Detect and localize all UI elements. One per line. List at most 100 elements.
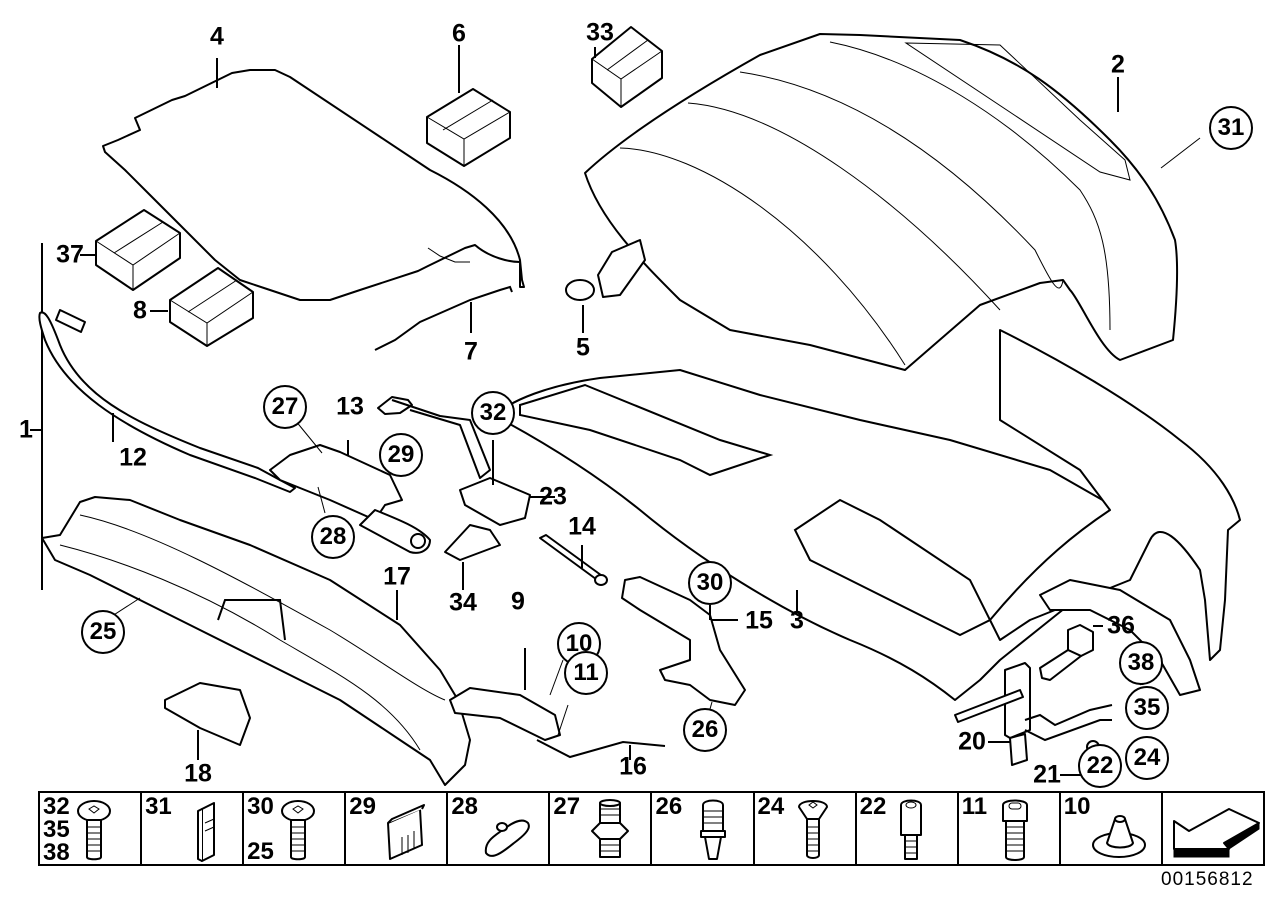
hardware-number: 28 — [451, 793, 479, 820]
callout-38[interactable]: 38 — [1119, 641, 1163, 685]
callout-30[interactable]: 30 — [688, 561, 732, 605]
hardware-number: 27 — [553, 793, 581, 820]
hardware-number: 32 — [43, 793, 70, 820]
part-36-bracket — [1039, 624, 1094, 681]
hardware-cell-numbers: 28 — [451, 793, 479, 820]
spacer-bolt-icon — [899, 799, 922, 860]
callout-3[interactable]: 3 — [790, 606, 804, 635]
callout-9[interactable]: 9 — [511, 587, 525, 616]
socket-head-screw-icon — [1001, 799, 1028, 861]
parts-diagram: 1 2 3 4 5 6 7 8 9 10 11 12 13 14 15 16 1… — [19, 18, 1253, 789]
clip-plate-icon — [387, 804, 426, 860]
hardware-cell-numbers: 11 — [962, 795, 987, 819]
part-23-hinge-plate — [444, 477, 531, 561]
callout-6[interactable]: 6 — [452, 19, 466, 48]
seal-end-plug — [55, 309, 86, 333]
callout-29[interactable]: 29 — [379, 433, 423, 477]
part-rear-frame — [989, 329, 1241, 661]
leader-11 — [557, 704, 569, 736]
part-12-seal — [38, 311, 296, 493]
hardware-number: 30 — [247, 793, 274, 820]
leader-31 — [1160, 137, 1201, 169]
hardware-cell[interactable] — [1163, 793, 1263, 864]
trim-panel-contour-lines — [59, 514, 446, 751]
hardware-cell[interactable]: 11 — [959, 793, 1061, 864]
hardware-cell[interactable]: 27 — [550, 793, 653, 864]
hardware-number: 38 — [43, 839, 70, 866]
rear-deck-cutout-left — [519, 383, 774, 477]
hardware-cell[interactable]: 32 35 38 — [40, 793, 143, 866]
callout-2[interactable]: 2 — [1111, 50, 1125, 79]
callout-15[interactable]: 15 — [745, 606, 773, 635]
direction-arrow-icon — [1172, 808, 1260, 858]
hardware-cell[interactable]: 28 — [448, 793, 551, 864]
rear-frame-fender-piece — [1039, 579, 1201, 696]
callout-32[interactable]: 32 — [471, 391, 515, 435]
callout-37[interactable]: 37 — [56, 240, 84, 269]
callout-10[interactable]: 10 — [557, 622, 601, 666]
callout-4[interactable]: 4 — [210, 22, 224, 51]
callout-17[interactable]: 17 — [383, 562, 411, 591]
hardware-cell[interactable]: 26 — [652, 793, 755, 864]
callout-16[interactable]: 16 — [619, 752, 647, 781]
grommet-nut-icon — [1091, 815, 1146, 858]
hardware-cell[interactable]: 10 — [1061, 793, 1163, 864]
hardware-cell[interactable]: 24 — [755, 793, 857, 864]
part-18-cover — [164, 682, 251, 746]
panel-edge-detail — [427, 247, 470, 263]
callout-28[interactable]: 28 — [311, 515, 355, 559]
callout-5[interactable]: 5 — [576, 333, 590, 362]
part-6-box — [426, 88, 511, 167]
hardware-cell-numbers: 30 25 — [247, 793, 274, 865]
cable-clip-icon — [485, 819, 531, 857]
callout-1[interactable]: 1 — [19, 415, 33, 444]
hardware-cell-numbers: 22 — [860, 795, 887, 819]
callout-34[interactable]: 34 — [449, 588, 477, 617]
hardware-number: 10 — [1063, 793, 1091, 820]
callout-25[interactable]: 25 — [81, 610, 125, 654]
hardware-cell[interactable]: 22 — [857, 793, 959, 864]
callout-18[interactable]: 18 — [184, 759, 212, 788]
leader-28 — [317, 486, 326, 514]
callout-7[interactable]: 7 — [464, 337, 478, 366]
callout-31[interactable]: 31 — [1209, 106, 1253, 150]
torx-pan-screw-icon — [281, 800, 316, 861]
callout-26[interactable]: 26 — [683, 708, 727, 752]
diagram-code: 00156812 — [1161, 869, 1254, 890]
hardware-cell[interactable]: 29 — [346, 793, 449, 864]
part-13-bracket — [269, 444, 431, 554]
part-2-soft-top — [584, 33, 1179, 371]
callout-13[interactable]: 13 — [336, 392, 364, 421]
part-37-box — [95, 209, 181, 291]
trim-panel-handle — [217, 599, 286, 641]
hardware-cell[interactable]: 31 — [142, 793, 245, 864]
hex-stud-icon — [591, 799, 630, 858]
callout-27[interactable]: 27 — [263, 385, 307, 429]
hardware-number: 26 — [655, 793, 683, 820]
callout-22[interactable]: 22 — [1078, 744, 1122, 788]
callout-35[interactable]: 35 — [1125, 686, 1169, 730]
callout-12[interactable]: 12 — [119, 443, 147, 472]
rear-deck-cutout-right — [793, 498, 992, 637]
callout-36[interactable]: 36 — [1107, 611, 1135, 640]
clip-icon — [197, 802, 216, 862]
callout-14[interactable]: 14 — [568, 512, 596, 541]
callout-21[interactable]: 21 — [1033, 760, 1061, 789]
hardware-cell-numbers: 10 — [1063, 793, 1091, 820]
hardware-cell-numbers: 27 — [553, 793, 581, 820]
callout-11[interactable]: 11 — [564, 651, 608, 695]
part-16-rod — [536, 739, 666, 759]
soft-top-window-strip — [904, 42, 1131, 181]
torx-pan-screw-icon — [77, 800, 112, 861]
callout-24[interactable]: 24 — [1125, 736, 1169, 780]
hardware-number: 25 — [247, 838, 274, 865]
callout-33[interactable]: 33 — [586, 18, 614, 47]
callout-23[interactable]: 23 — [539, 482, 567, 511]
part-8-box — [169, 267, 254, 347]
hardware-cell-numbers: 31 — [145, 795, 172, 819]
callout-8[interactable]: 8 — [133, 296, 147, 325]
hardware-cell[interactable]: 30 25 — [244, 793, 347, 865]
leader-10 — [549, 659, 564, 696]
callout-20[interactable]: 20 — [958, 727, 986, 756]
part-9-bracket — [449, 687, 561, 741]
